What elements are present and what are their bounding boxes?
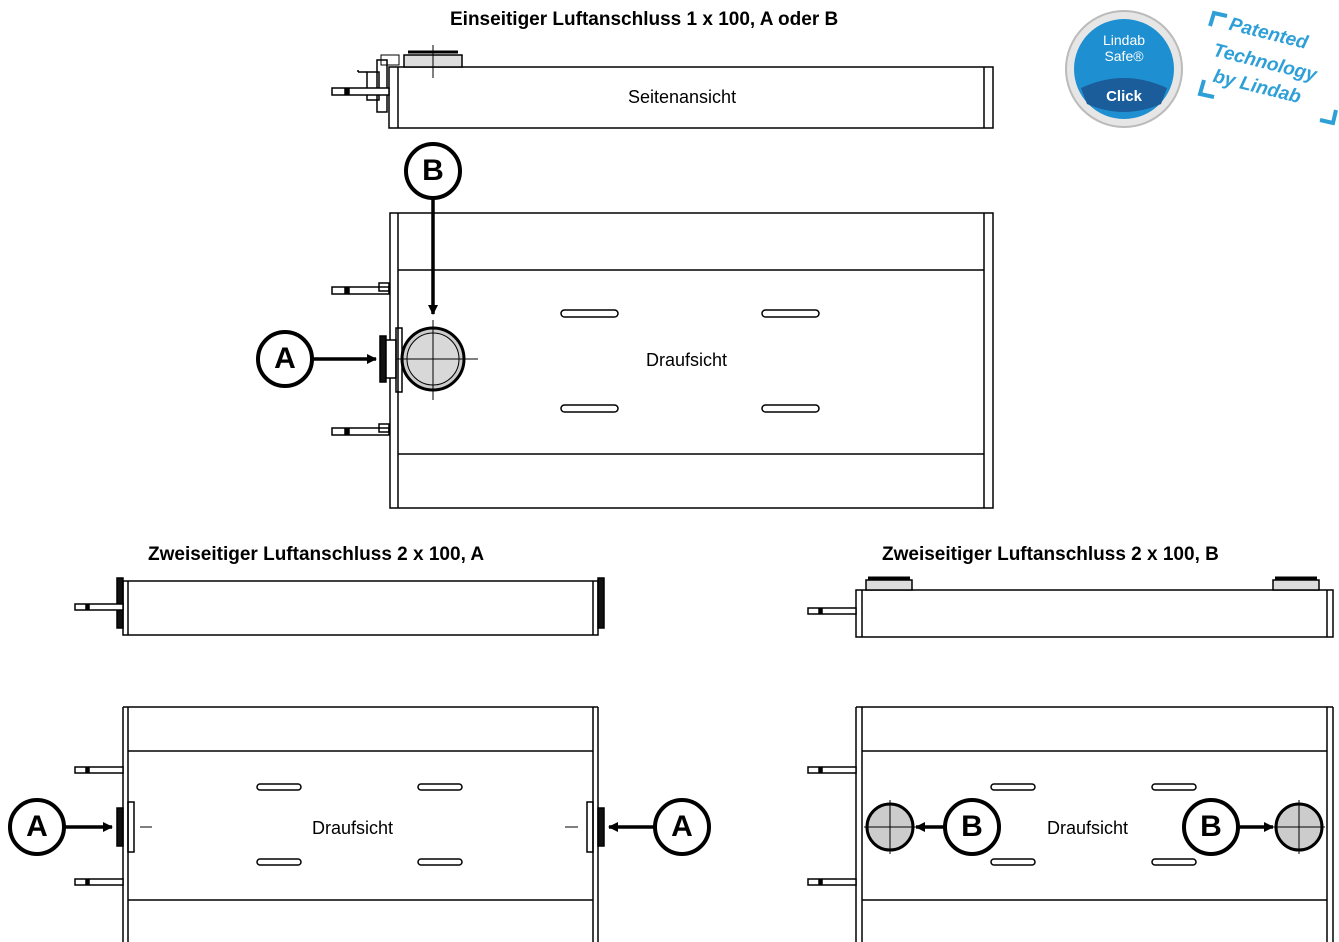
callout-letter-a-top: A <box>274 342 296 375</box>
top-view-label-main: Draufsicht <box>646 350 728 370</box>
bottom-right-side-view <box>807 576 1334 638</box>
lindab-logo-line2: Safe® <box>1104 48 1144 64</box>
title-double-connection-a: Zweiseitiger Luftanschluss 2 x 100, A <box>148 544 485 565</box>
bottom-left-plan-view <box>74 706 605 942</box>
callout-letter-a-bl-right: A <box>671 810 693 843</box>
top-side-view <box>331 45 994 129</box>
bottom-left-side-view <box>74 577 605 636</box>
top-view-label-bl: Draufsicht <box>312 818 394 838</box>
side-view-label: Seitenansicht <box>628 87 737 107</box>
top-view-label-br: Draufsicht <box>1047 818 1129 838</box>
callout-letter-b-br-right: B <box>1200 810 1222 843</box>
lindab-logo-graphic <box>1065 10 1183 128</box>
title-double-connection-b: Zweiseitiger Luftanschluss 2 x 100, B <box>882 544 1219 565</box>
lindab-logo-line1: Lindab <box>1102 32 1146 48</box>
top-plan-view <box>331 212 994 509</box>
callout-letter-b-br-left: B <box>961 810 983 843</box>
callout-letter-b-top: B <box>422 154 444 187</box>
patent-brackets <box>1197 10 1338 126</box>
lindab-logo-click: Click <box>1106 88 1142 105</box>
bottom-right-plan-view <box>807 706 1334 942</box>
title-single-connection: Einseitiger Luftanschluss 1 x 100, A ode… <box>450 9 839 30</box>
patented-technology-badge: Patented Technology by Lindab <box>1192 8 1339 140</box>
lindab-safe-click-logo: Lindab Safe® Click <box>1063 8 1185 130</box>
callout-letter-a-bl-left: A <box>26 810 48 843</box>
